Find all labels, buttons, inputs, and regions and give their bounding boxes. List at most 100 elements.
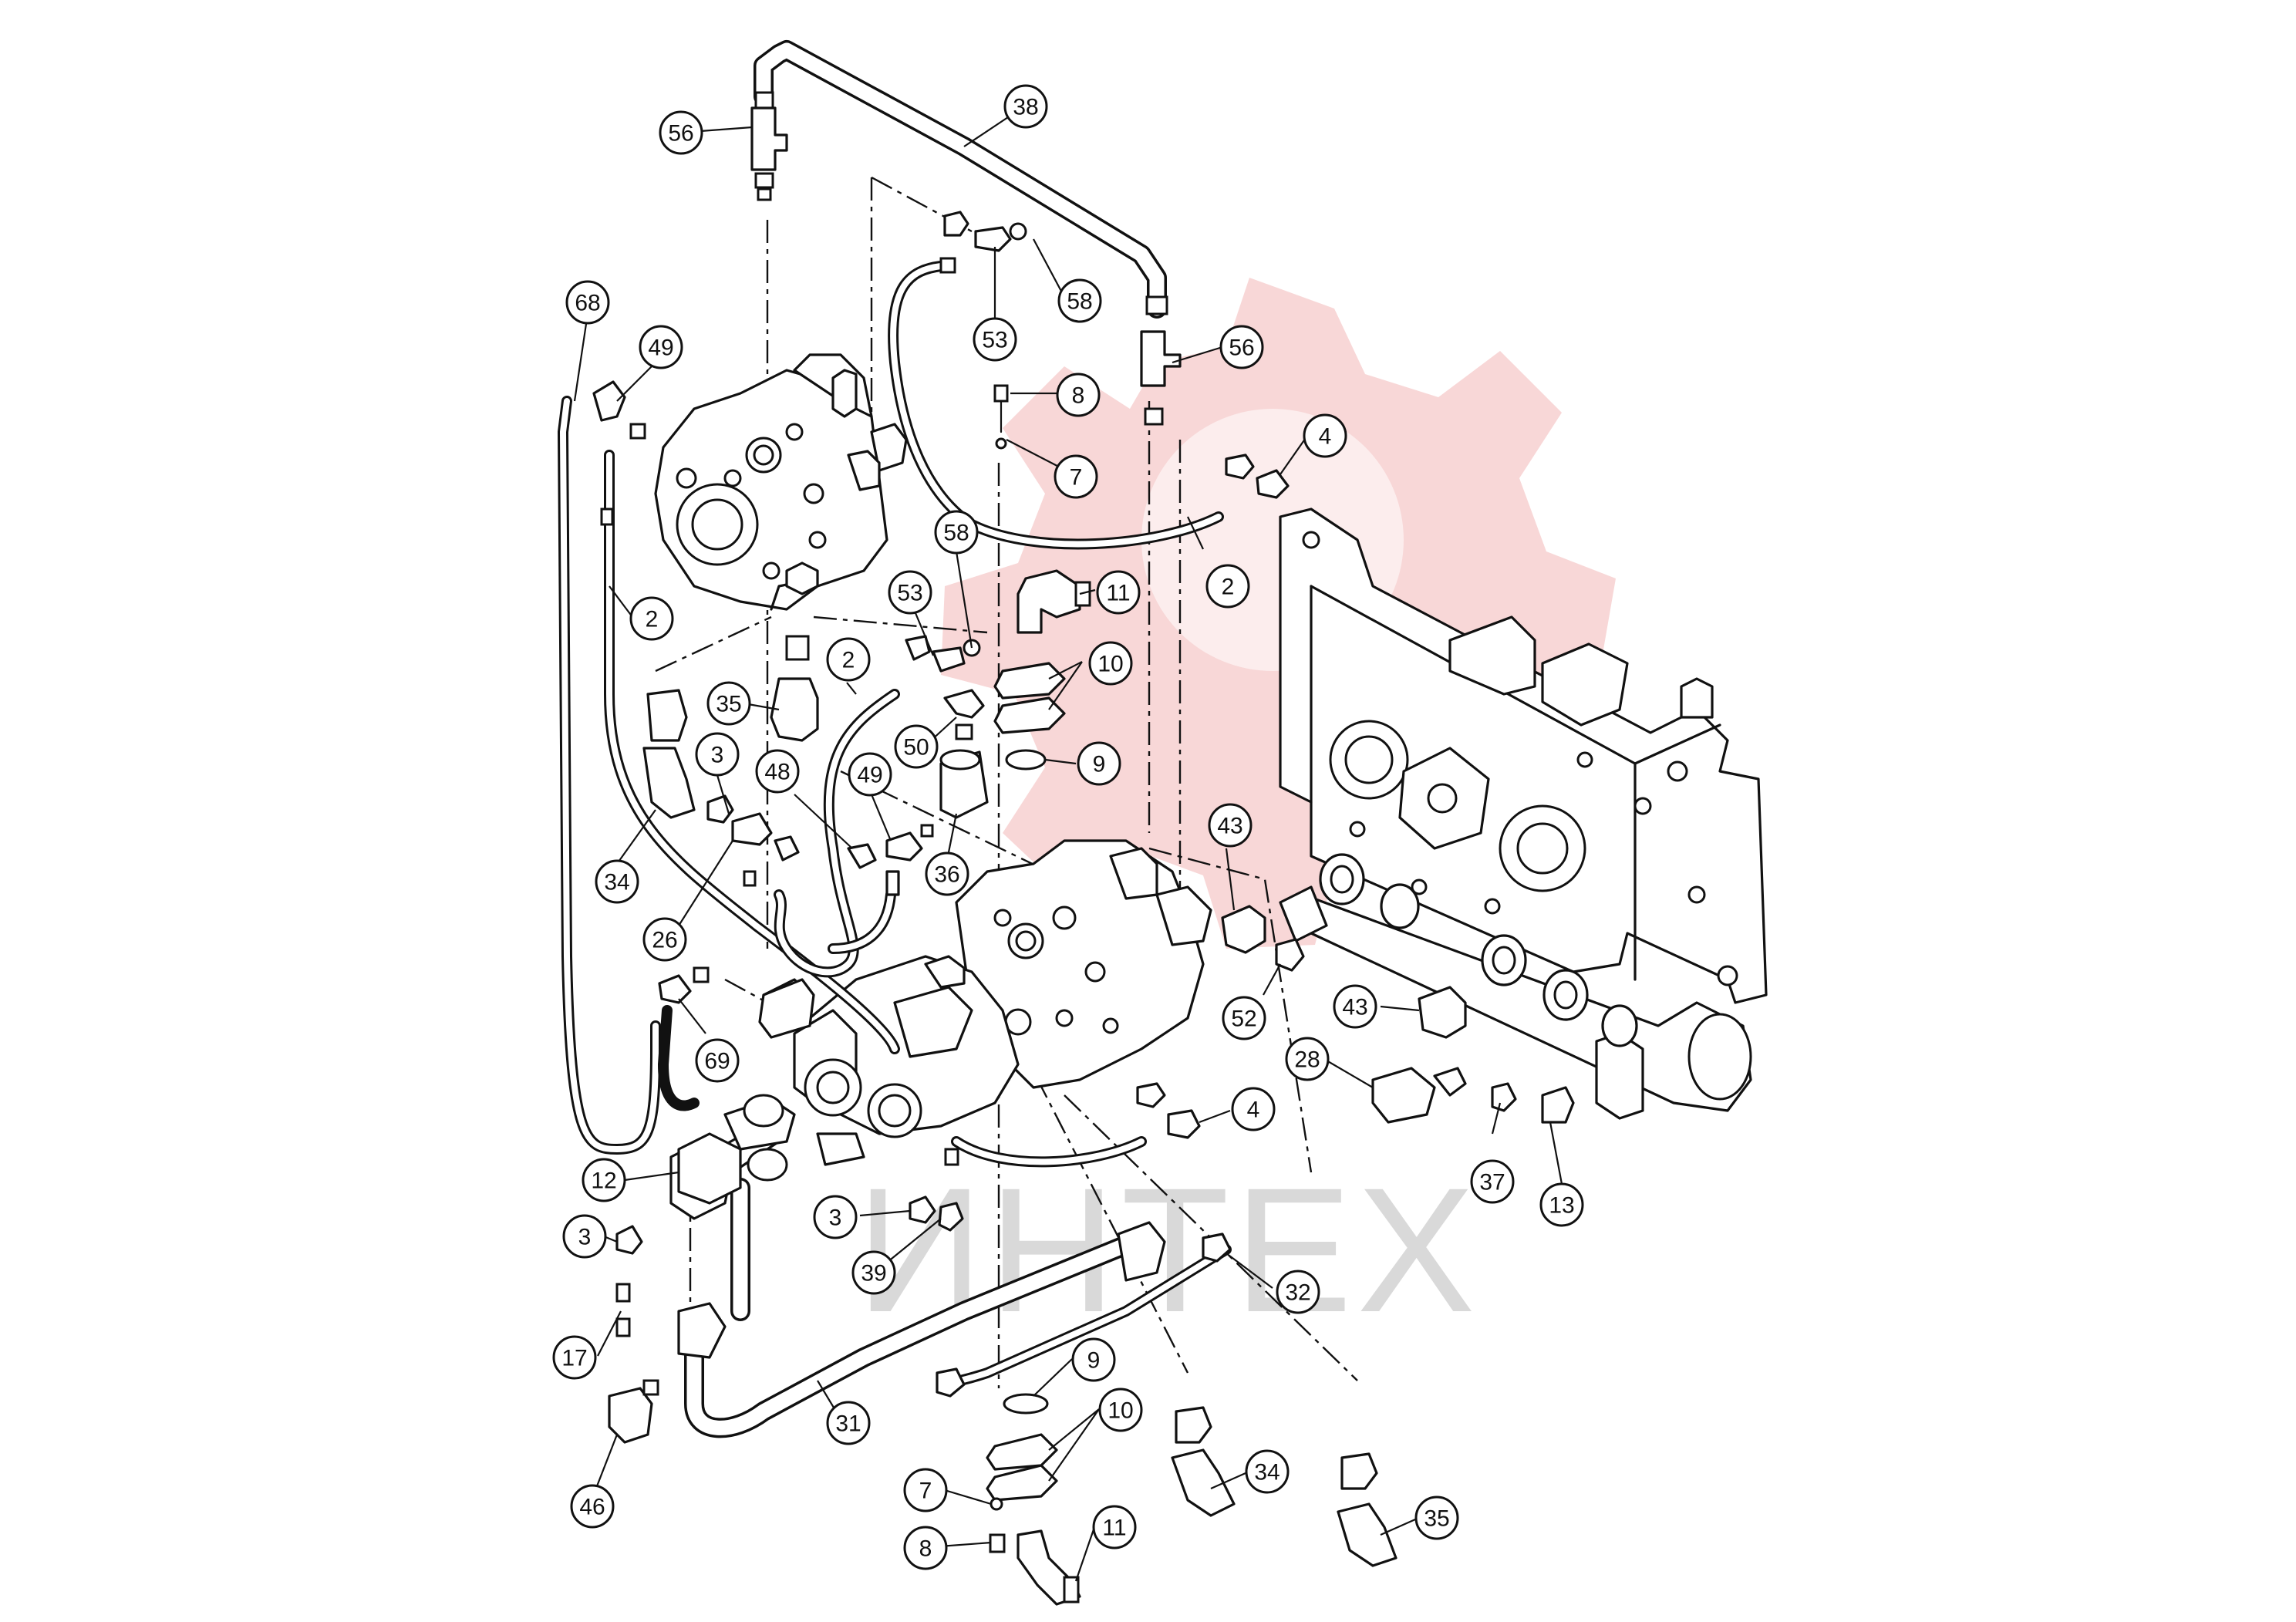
callout-number: 53 <box>897 581 922 606</box>
callout-number: 13 <box>1549 1193 1574 1219</box>
callout-number: 3 <box>578 1225 592 1250</box>
callout-number: 36 <box>934 862 959 888</box>
callout-3: 3 <box>695 732 740 777</box>
callout-circle <box>888 570 932 615</box>
callout-8: 8 <box>1056 373 1101 417</box>
callout-number: 10 <box>1108 1398 1133 1424</box>
callout-circle <box>1096 570 1141 615</box>
callout-number: 46 <box>579 1495 605 1520</box>
callout-4: 4 <box>1231 1087 1276 1131</box>
callout-circle <box>903 1468 948 1512</box>
callout-53: 53 <box>888 570 932 615</box>
callout-circle <box>1222 996 1266 1040</box>
callout-circle <box>1414 1496 1459 1540</box>
callout-circle <box>1088 641 1133 686</box>
callout-number: 3 <box>711 743 724 768</box>
callout-circle <box>1092 1505 1137 1549</box>
callout-number: 17 <box>561 1346 587 1371</box>
callout-number: 43 <box>1342 995 1367 1020</box>
callout-number: 8 <box>1072 383 1085 409</box>
callout-circle <box>562 1214 607 1259</box>
callout-4: 4 <box>1303 413 1347 458</box>
callout-circle <box>1205 564 1250 609</box>
callout-number: 52 <box>1231 1007 1256 1032</box>
callout-circle <box>1098 1388 1143 1432</box>
callout-circle <box>1077 741 1121 786</box>
callout-35: 35 <box>1414 1496 1459 1540</box>
callout-7: 7 <box>903 1468 948 1512</box>
callout-circle <box>1219 325 1264 369</box>
callout-32: 32 <box>1276 1270 1320 1314</box>
callout-7: 7 <box>1054 454 1098 499</box>
callout-number: 34 <box>604 870 629 895</box>
callout-number: 11 <box>1106 581 1130 606</box>
callout-circle <box>695 732 740 777</box>
callout-circle <box>1539 1182 1584 1227</box>
callout-58: 58 <box>1057 278 1102 323</box>
callout-34: 34 <box>595 859 639 904</box>
callout-12: 12 <box>582 1158 626 1202</box>
callout-49: 49 <box>639 325 683 369</box>
callout-number: 38 <box>1013 95 1038 120</box>
callout-circle <box>639 325 683 369</box>
callout-number: 58 <box>1067 289 1092 315</box>
callout-58: 58 <box>934 510 979 555</box>
callout-circle <box>659 110 703 155</box>
callout-37: 37 <box>1470 1159 1515 1204</box>
callout-circle <box>1071 1337 1116 1382</box>
callout-number: 4 <box>1319 424 1332 450</box>
callout-circle <box>826 1401 871 1445</box>
callout-9: 9 <box>1077 741 1121 786</box>
callout-circle <box>706 681 751 726</box>
callout-number: 56 <box>668 121 693 147</box>
callout-number: 8 <box>919 1536 932 1562</box>
callout-circle <box>642 917 687 962</box>
callout-53: 53 <box>973 317 1017 362</box>
callout-number: 69 <box>704 1049 730 1074</box>
callout-number: 28 <box>1294 1047 1320 1073</box>
callout-number: 35 <box>1424 1506 1449 1532</box>
callout-50: 50 <box>894 724 939 769</box>
callout-number: 12 <box>591 1168 616 1194</box>
callout-circle <box>1470 1159 1515 1204</box>
callout-17: 17 <box>552 1335 597 1380</box>
callout-11: 11 <box>1096 570 1141 615</box>
callout-number: 34 <box>1254 1460 1279 1485</box>
callout-26: 26 <box>642 917 687 962</box>
callout-31: 31 <box>826 1401 871 1445</box>
pump-mounting-frame <box>1279 508 1768 1120</box>
upper-hydraulic-pump <box>654 353 908 611</box>
callout-circle <box>826 637 871 682</box>
callout-48: 48 <box>755 749 800 794</box>
callout-2: 2 <box>1205 564 1250 609</box>
rigid-tube-38 <box>754 40 1168 319</box>
callout-number: 53 <box>982 328 1007 353</box>
callout-11: 11 <box>1092 1505 1137 1549</box>
callout-circle <box>1057 278 1102 323</box>
callout-circle <box>848 752 892 797</box>
callout-28: 28 <box>1285 1037 1330 1081</box>
callout-circle <box>894 724 939 769</box>
callout-68: 68 <box>565 280 610 325</box>
callout-circle <box>1231 1087 1276 1131</box>
callout-3: 3 <box>562 1214 607 1259</box>
callout-43: 43 <box>1333 984 1377 1029</box>
callout-number: 10 <box>1097 652 1123 677</box>
callout-49: 49 <box>848 752 892 797</box>
callout-circle <box>570 1484 615 1529</box>
callout-circle <box>1054 454 1098 499</box>
callout-number: 49 <box>857 763 882 788</box>
callout-number: 11 <box>1102 1516 1126 1541</box>
callout-34: 34 <box>1245 1449 1290 1494</box>
callout-circle <box>1285 1037 1330 1081</box>
callout-number: 31 <box>835 1411 861 1437</box>
callout-46: 46 <box>570 1484 615 1529</box>
callout-number: 35 <box>716 692 741 717</box>
callout-circle <box>755 749 800 794</box>
callout-10: 10 <box>1098 1388 1143 1432</box>
callout-circle <box>903 1526 948 1570</box>
callout-circle <box>552 1335 597 1380</box>
callout-circle <box>813 1195 858 1239</box>
callout-number: 58 <box>943 521 969 546</box>
callout-number: 49 <box>648 336 673 361</box>
